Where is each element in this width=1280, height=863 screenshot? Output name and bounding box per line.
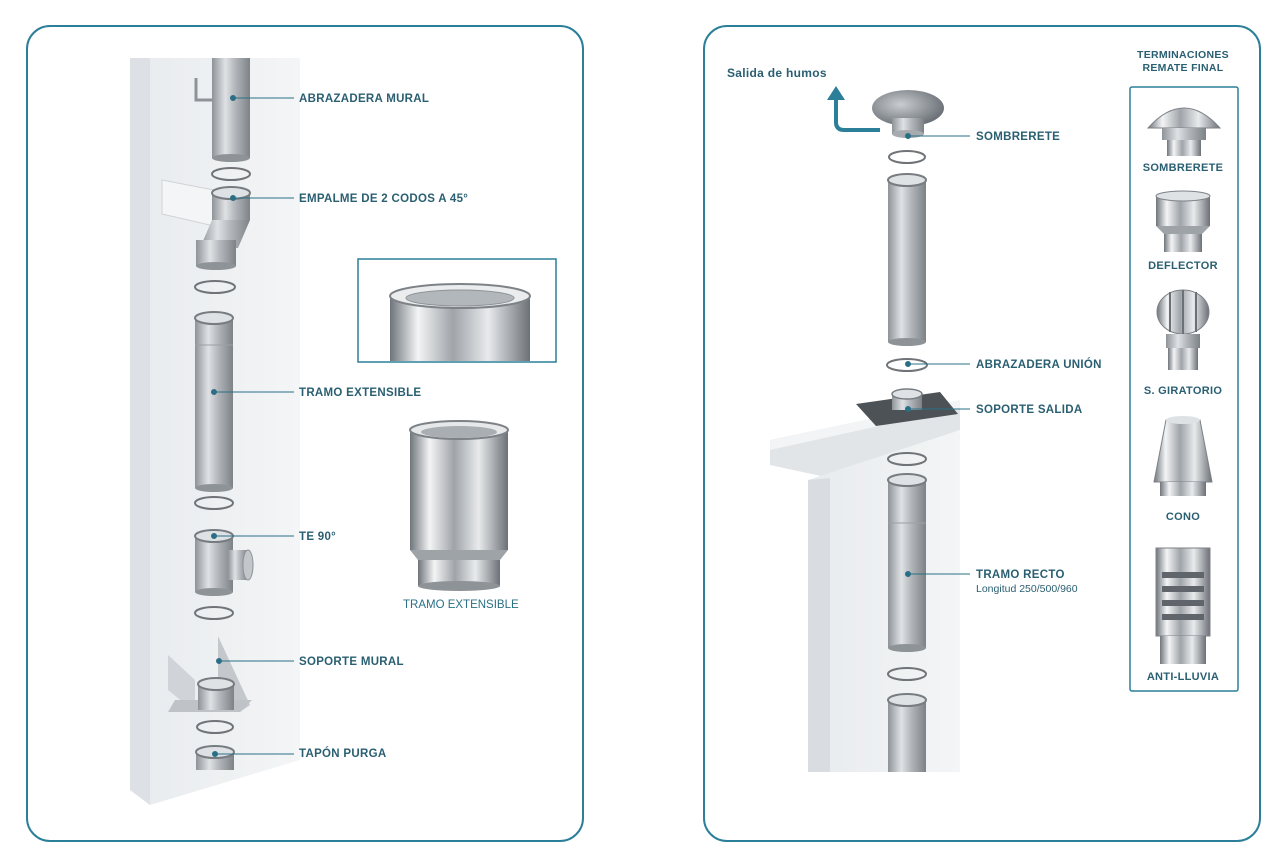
caption-tramo-extensible: TRAMO EXTENSIBLE xyxy=(403,599,519,611)
tapon-purga-part xyxy=(195,745,235,770)
abrazadera-mural-part xyxy=(194,58,250,162)
term-deflector-icon xyxy=(1155,190,1211,252)
label-abrazadera-mural: ABRAZADERA MURAL xyxy=(299,93,430,105)
sombrerete-part xyxy=(872,90,944,138)
seal-ring xyxy=(886,358,928,372)
term-label-deflector: DEFLECTOR xyxy=(1148,260,1218,272)
tramo-recto-part xyxy=(887,473,927,652)
right-leader-lines xyxy=(905,133,970,577)
terminations-box xyxy=(1129,86,1239,692)
label-salida-humos: Salida de humos xyxy=(727,66,827,80)
left-leader-lines xyxy=(211,95,294,757)
soporte-mural-part xyxy=(168,636,252,712)
label-soporte-mural: SOPORTE MURAL xyxy=(299,656,404,668)
label-tramo-extensible: TRAMO EXTENSIBLE xyxy=(299,387,422,399)
label-te-90: TE 90° xyxy=(299,531,337,543)
seal-ring xyxy=(887,452,927,466)
smoke-outlet-arrow xyxy=(827,86,880,132)
seal-ring xyxy=(196,720,234,734)
tramo-extensible-part xyxy=(194,311,234,492)
right-wall xyxy=(770,400,960,772)
tramo-extensible-detail xyxy=(409,420,509,591)
empalme-part xyxy=(161,179,251,270)
tramo-bottom-part xyxy=(887,693,927,772)
detail-box xyxy=(357,258,557,363)
label-tramo-recto: TRAMO RECTO xyxy=(976,569,1065,581)
seal-ring xyxy=(194,606,234,620)
tramo-top-part xyxy=(887,173,927,346)
label-tramo-recto-length: Longitud 250/500/960 xyxy=(976,583,1078,595)
term-antilluvia-icon xyxy=(1155,547,1211,664)
terminations-title-line1: TERMINACIONES xyxy=(1137,49,1229,61)
terminations-title-line2: REMATE FINAL xyxy=(1142,62,1224,74)
seal-ring xyxy=(194,280,236,294)
label-tapon-purga: TAPÓN PURGA xyxy=(299,748,387,760)
term-label-cono: CONO xyxy=(1165,511,1201,523)
term-sombrerete-icon xyxy=(1146,107,1222,156)
seal-ring xyxy=(888,150,926,164)
term-label-giratorio: S. GIRATORIO xyxy=(1143,385,1223,397)
term-label-sombrerete: SOMBRERETE xyxy=(1142,162,1224,174)
term-cono-icon xyxy=(1153,416,1213,496)
terminations-title: TERMINACIONES REMATE FINAL xyxy=(1113,49,1253,75)
label-sombrerete: SOMBRERETE xyxy=(976,131,1061,143)
seal-ring xyxy=(887,667,927,681)
term-giratorio-icon xyxy=(1156,289,1210,370)
term-label-antilluvia: ANTI-LLUVIA xyxy=(1146,671,1220,683)
seal-ring xyxy=(194,496,234,510)
label-abrazadera-union: ABRAZADERA UNIÓN xyxy=(976,359,1102,371)
seal-ring xyxy=(211,167,251,181)
label-soporte-salida: SOPORTE SALIDA xyxy=(976,404,1083,416)
label-empalme: EMPALME DE 2 CODOS A 45° xyxy=(299,193,469,205)
